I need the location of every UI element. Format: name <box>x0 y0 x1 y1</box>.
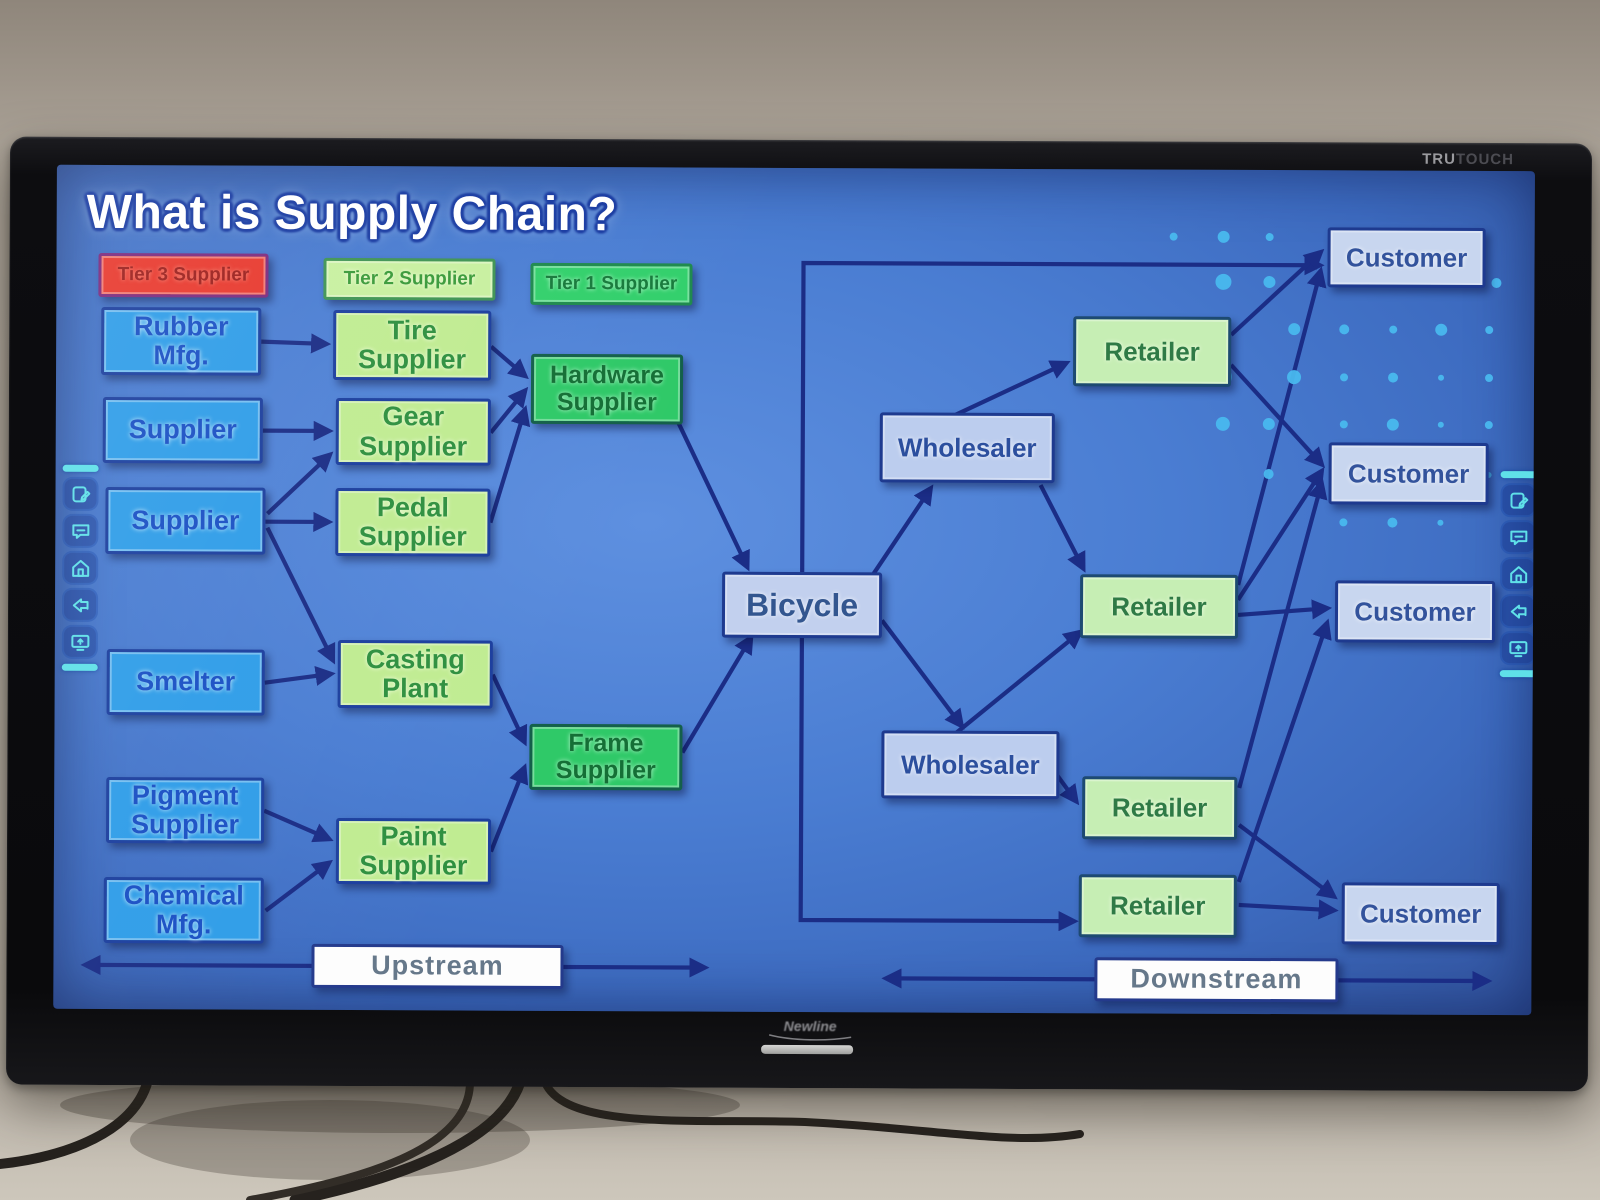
slide-canvas: What is Supply Chain? Tier 3 Supplier Ti… <box>53 164 1535 1016</box>
newline-logo: Newline <box>755 1018 865 1042</box>
node-rubber-mfg: Rubber Mfg. <box>101 306 262 376</box>
newline-logo-swoosh <box>768 1034 852 1041</box>
legend-tier2-supplier: Tier 2 Supplier <box>323 257 496 301</box>
toolbar-handle[interactable] <box>1500 471 1535 479</box>
toolbar-handle[interactable] <box>1499 670 1535 678</box>
node-customer-3: Customer <box>1334 580 1496 644</box>
node-smelter: Smelter <box>106 648 265 716</box>
node-customer-2: Customer <box>1328 442 1489 506</box>
chat-icon[interactable] <box>1502 522 1535 553</box>
chat-icon[interactable] <box>64 515 97 546</box>
node-casting-plant: Casting Plant <box>337 639 493 709</box>
node-tire-supplier: Tire Supplier <box>333 309 492 381</box>
node-wholesaler-1: Wholesaler <box>879 412 1055 484</box>
newline-logo-text: Newline <box>783 1017 837 1035</box>
back-icon[interactable] <box>63 589 97 620</box>
node-pedal-supplier: Pedal Supplier <box>335 487 491 557</box>
upstream-label: Upstream <box>311 943 564 989</box>
slide-title: What is Supply Chain? <box>86 185 618 242</box>
node-hardware-supplier: Hardware Supplier <box>530 353 684 425</box>
screen-share-icon[interactable] <box>1501 633 1534 664</box>
legend-tier1-supplier: Tier 1 Supplier <box>530 262 693 306</box>
upstream-connectors <box>261 333 754 913</box>
node-supplier-a: Supplier <box>102 396 263 464</box>
node-chemical-mfg: Chemical Mfg. <box>103 876 264 944</box>
display-sensor-bar <box>761 1044 854 1055</box>
trutouch-logo-light: TOUCH <box>1455 150 1515 169</box>
node-wholesaler-2: Wholesaler <box>881 730 1060 800</box>
left-side-toolbar <box>59 464 102 671</box>
node-bicycle: Bicycle <box>721 571 883 639</box>
annotate-icon[interactable] <box>64 478 97 509</box>
right-side-toolbar <box>1497 471 1535 678</box>
back-icon[interactable] <box>1501 596 1535 627</box>
legend-tier3-supplier: Tier 3 Supplier <box>98 252 269 298</box>
node-retailer-1: Retailer <box>1072 316 1232 387</box>
node-frame-supplier: Frame Supplier <box>529 723 683 791</box>
annotate-icon[interactable] <box>1502 485 1535 516</box>
toolbar-handle[interactable] <box>62 464 99 472</box>
trutouch-logo: TRUTOUCH <box>1422 151 1514 168</box>
node-customer-1: Customer <box>1327 227 1486 288</box>
home-icon[interactable] <box>64 552 97 583</box>
node-retailer-4: Retailer <box>1078 874 1237 938</box>
node-pigment-supplier: Pigment Supplier <box>105 776 265 844</box>
node-supplier-b: Supplier <box>105 486 266 555</box>
node-retailer-3: Retailer <box>1082 776 1238 840</box>
toolbar-handle[interactable] <box>61 663 98 671</box>
trutouch-logo-bold: TRU <box>1422 150 1456 168</box>
trutouch-display: TRUTOUCH What is Supply Chain? Tier 3 Su… <box>5 136 1593 1092</box>
downstream-label: Downstream <box>1094 957 1339 1003</box>
node-customer-4: Customer <box>1341 882 1500 946</box>
node-paint-supplier: Paint Supplier <box>335 817 492 885</box>
node-retailer-2: Retailer <box>1079 574 1239 639</box>
node-gear-supplier: Gear Supplier <box>335 397 491 466</box>
screen-share-icon[interactable] <box>63 626 96 657</box>
home-icon[interactable] <box>1502 559 1535 590</box>
